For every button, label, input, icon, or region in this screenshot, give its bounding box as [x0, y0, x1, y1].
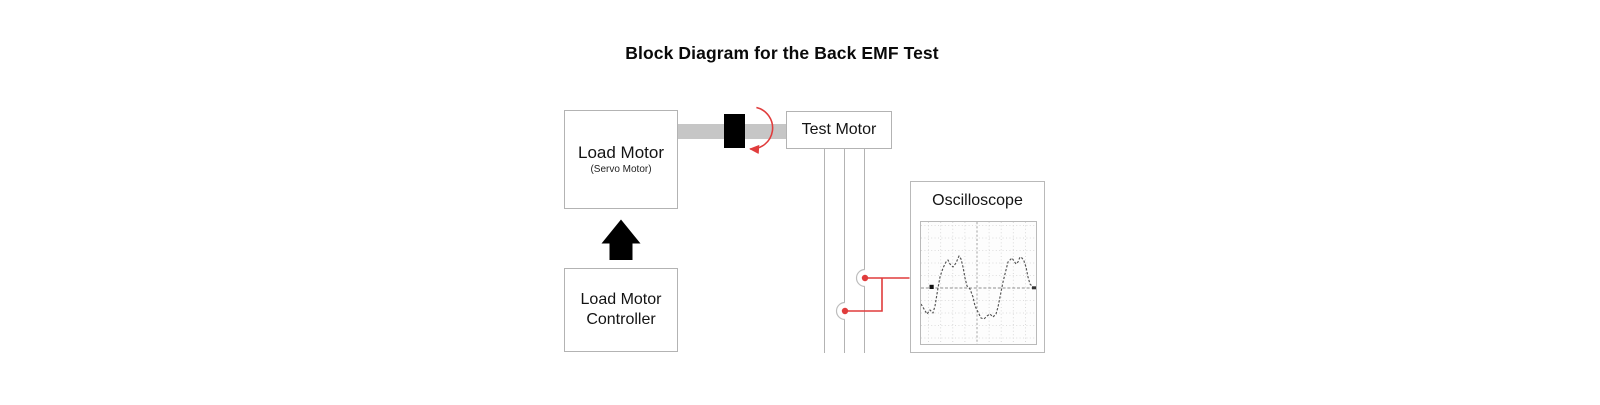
phase-line-1: [824, 149, 826, 353]
load-motor-block: Load Motor (Servo Motor): [564, 110, 678, 209]
phase-line-3: [864, 149, 866, 353]
oscilloscope-block: Oscilloscope: [910, 181, 1045, 353]
controller-label-line1: Load Motor: [580, 291, 662, 308]
diagram-title: Block Diagram for the Back EMF Test: [625, 43, 939, 63]
oscilloscope-display: [920, 222, 1037, 344]
test-motor-block: Test Motor: [786, 111, 892, 149]
test-motor-label: Test Motor: [801, 121, 877, 138]
load-motor-controller-block: Load Motor Controller: [564, 268, 678, 352]
phase-line-2: [844, 149, 846, 353]
oscilloscope-label: Oscilloscope: [932, 192, 1023, 209]
oscilloscope-screen: [920, 221, 1037, 345]
waveform-trace: [920, 255, 1037, 320]
controller-label-line2: Controller: [586, 311, 656, 328]
shaft-coupling: [724, 114, 745, 148]
load-motor-sublabel: (Servo Motor): [590, 164, 652, 175]
up-arrow-icon: [601, 219, 641, 260]
trigger-marker: [929, 284, 934, 289]
load-motor-label: Load Motor: [578, 143, 664, 162]
trace-end-marker: [1032, 286, 1036, 290]
scope-grid-horizontal: [921, 225, 1036, 339]
